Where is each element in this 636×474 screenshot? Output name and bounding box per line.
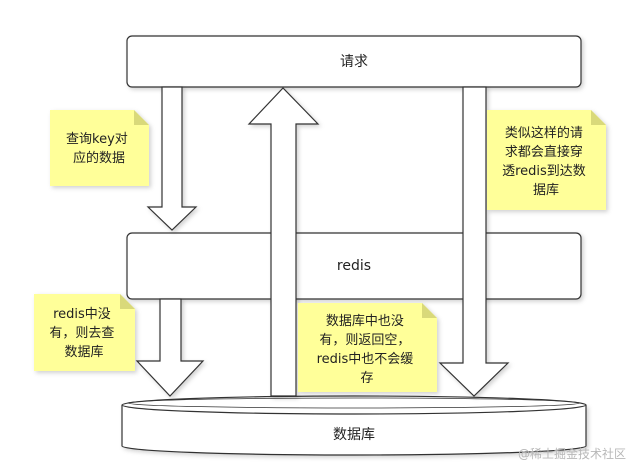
note-redis-miss-text: redis中没 有，则去查 数据库 (49, 307, 118, 360)
redis-box: redis (126, 232, 582, 300)
note-query-key: 查询key对 应的数据 (50, 110, 149, 186)
arrow-redis-to-database (135, 298, 205, 397)
arrow-request-to-redis (146, 86, 198, 231)
note-query-key-text: 查询key对 应的数据 (66, 132, 132, 166)
database-label: 数据库 (333, 427, 375, 443)
redis-label: redis (337, 258, 371, 274)
arrow-database-to-request (247, 87, 320, 397)
request-box: 请求 (126, 35, 582, 88)
note-penetrate: 类似这样的请 求都会直接穿 透redis到达数 据库 (487, 110, 606, 210)
database-cylinder: 数据库 (121, 395, 587, 456)
arrow-request-to-database-bypass (438, 86, 510, 397)
watermark-text: @稀土掘金技术社区 (518, 446, 626, 461)
request-label: 请求 (340, 54, 368, 70)
note-db-miss: 数据库中也没 有，则返回空， redis中也不会缓 存 (298, 303, 437, 392)
note-redis-miss: redis中没 有，则去查 数据库 (34, 294, 135, 371)
note-db-miss-text: 数据库中也没 有，则返回空， redis中也不会缓 存 (317, 313, 418, 386)
note-penetrate-text: 类似这样的请 求都会直接穿 透redis到达数 据库 (502, 125, 590, 198)
